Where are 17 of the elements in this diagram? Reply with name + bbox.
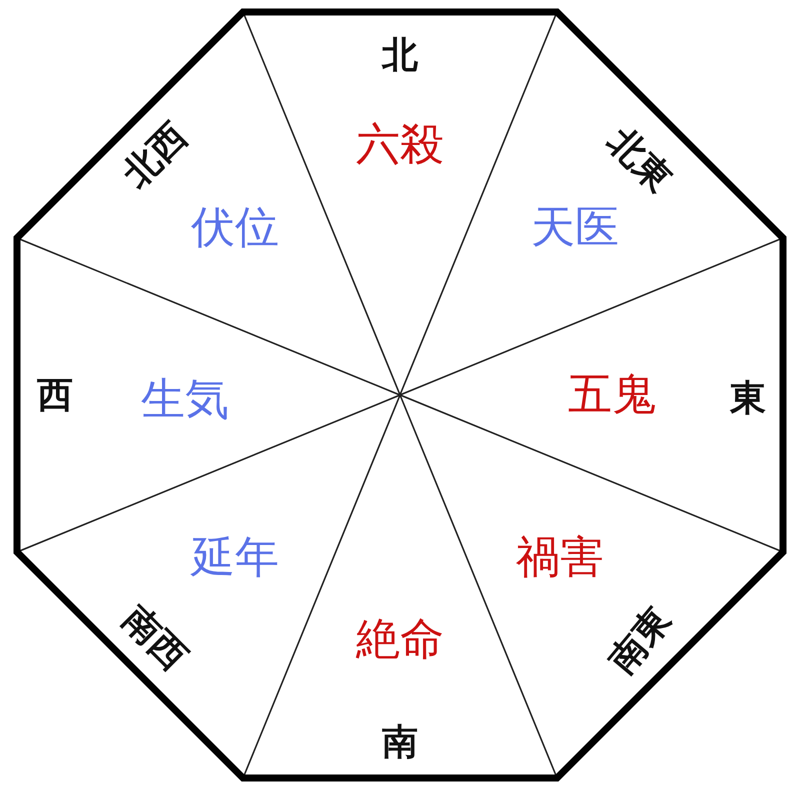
direction-label: 北東 xyxy=(602,122,678,198)
sector-name: 天医 xyxy=(531,206,619,250)
sector-name: 伏位 xyxy=(191,206,279,250)
direction-label: 北西 xyxy=(116,116,194,194)
direction-label: 南 xyxy=(382,724,418,760)
octagon-frame xyxy=(13,8,787,782)
sector-name: 生気 xyxy=(141,378,229,422)
sector-name: 絶命 xyxy=(356,618,444,662)
direction-label: 南西 xyxy=(116,600,194,676)
sector-name: 禍害 xyxy=(516,536,604,580)
direction-label: 東 xyxy=(730,380,766,416)
sector-name: 六殺 xyxy=(356,123,444,167)
direction-label: 北 xyxy=(382,37,418,73)
sector-name: 延年 xyxy=(191,536,279,580)
sector-name: 五鬼 xyxy=(568,373,656,417)
direction-label: 南東 xyxy=(603,600,677,680)
direction-label: 西 xyxy=(37,377,73,413)
